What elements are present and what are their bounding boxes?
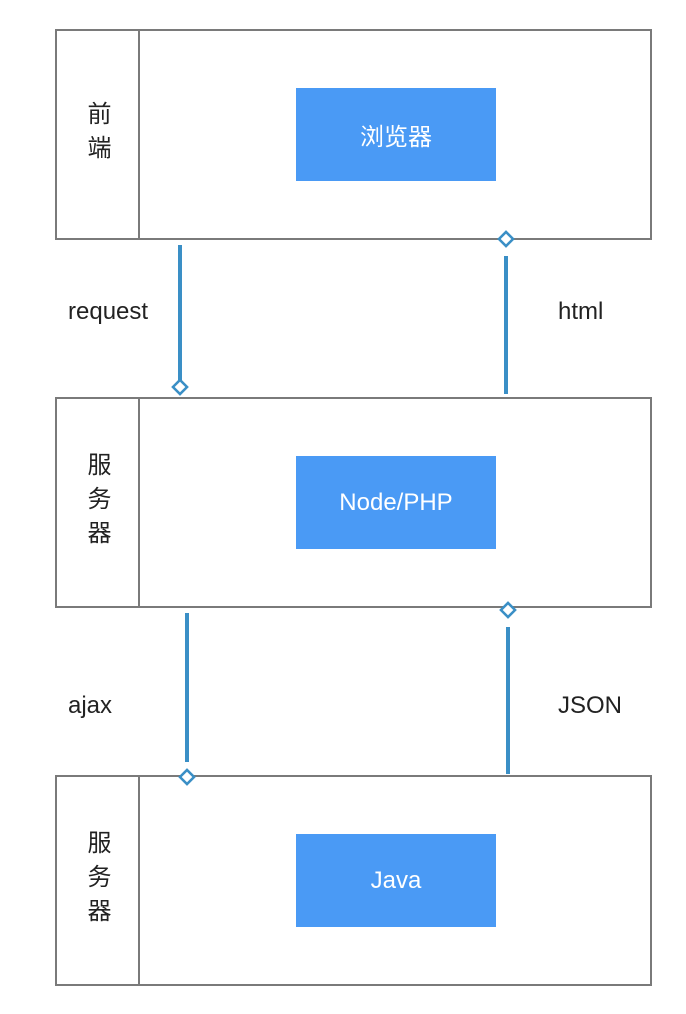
layer-label: 前端 [83,100,111,169]
layer-frontend: 前端 浏览器 [55,29,652,240]
edge-label-json: JSON [558,692,623,719]
layer-backend-server: 服务器 Java [55,775,652,986]
layer-middle-server: 服务器 Node/PHP [55,397,652,608]
layer-label-cell: 服务器 [57,399,140,606]
node-node-php: Node/PHP [296,456,496,549]
connector-json [499,601,517,774]
node-browser: 浏览器 [296,88,496,181]
diamond-marker [171,378,189,396]
layer-label-cell: 服务器 [57,777,140,984]
edge-label-ajax: ajax [68,692,113,719]
layer-label-cell: 前端 [57,31,140,238]
connector-html [497,230,515,394]
node-java: Java [296,834,496,927]
edge-label-html: html [558,298,604,325]
connector-ajax [178,613,196,786]
layer-label: 服务器 [83,451,111,554]
layer-label: 服务器 [83,829,111,932]
connector-request [171,245,189,396]
edge-label-request: request [68,298,149,325]
